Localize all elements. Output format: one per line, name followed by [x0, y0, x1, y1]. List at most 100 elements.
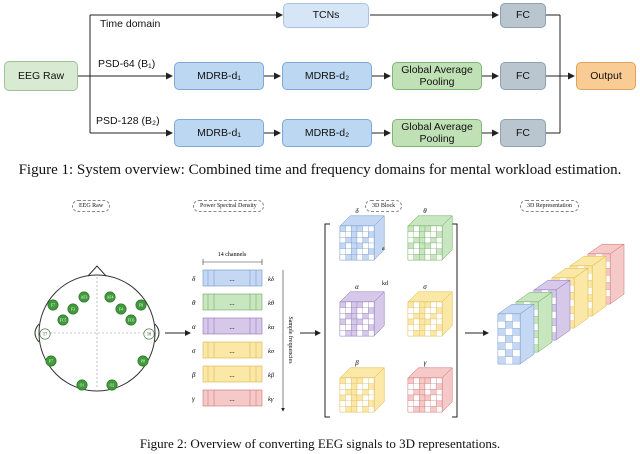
svg-text:FC5: FC5: [60, 319, 67, 323]
cube-greek-label: σ: [423, 283, 427, 291]
electrode-f4: F4: [115, 303, 127, 315]
sample-freq-label: Sample frequencies: [287, 316, 294, 364]
section-3d-block: 3D Block: [365, 200, 403, 212]
svg-text:P7: P7: [49, 360, 53, 364]
band-cube: θ: [407, 207, 453, 261]
psd-band-row: σ...kσ: [192, 341, 275, 359]
mdrb-d1-label: MDRB-d₁: [197, 69, 241, 82]
figure-1-arrows: [78, 11, 575, 137]
fc-label: FC: [516, 9, 530, 22]
psd-band-row: α... kα: [192, 317, 275, 335]
electrode-o2: O2: [106, 379, 118, 391]
fc-label: FC: [516, 126, 530, 139]
band-k-label: kθ: [268, 300, 275, 307]
section-3d-representation: 3D Representation: [520, 200, 579, 212]
psd-band-row: β... kβ: [191, 365, 275, 383]
cube-greek-label: γ: [424, 359, 427, 367]
output-label: Output: [590, 69, 622, 82]
figure-1: EEG Raw Time domain PSD-64 (B₁) PSD-128 …: [0, 0, 640, 160]
psd-ellipsis: ...: [229, 395, 235, 403]
band-greek-label: γ: [192, 395, 195, 403]
svg-text:T7: T7: [43, 333, 47, 337]
cube-greek-label: α: [355, 283, 359, 291]
band-k-label: kβ: [268, 372, 275, 379]
electrode-o1: O1: [76, 379, 88, 391]
electrode-fc6: FC6: [125, 314, 137, 326]
band-cube: δ: [339, 207, 385, 261]
figure-2-caption: Figure 2: Overview of converting EEG sig…: [139, 436, 501, 451]
fc-label: FC: [516, 69, 530, 82]
psd64-label: PSD-64 (B₁): [98, 58, 156, 70]
mdrb-d2-label: MDRB-d₂: [304, 126, 350, 139]
tcns-box: TCNs: [283, 3, 369, 28]
svg-text:F8: F8: [139, 304, 143, 308]
band-greek-label: α: [192, 323, 196, 331]
channels-label: 14 channels: [218, 252, 247, 258]
section-psd: Power Spectral Density: [193, 200, 264, 212]
electrode-af3: AF3: [78, 291, 90, 303]
eeg-raw-box: EEG Raw: [4, 61, 78, 91]
svg-text:O1: O1: [80, 384, 85, 388]
band-cube: σ: [407, 283, 453, 337]
svg-text:P8: P8: [141, 360, 145, 364]
svg-text:FC6: FC6: [128, 319, 135, 323]
cube-group: δ θ α σ β γ: [339, 207, 453, 413]
band-cube: γ: [407, 359, 453, 413]
band-greek-label: δ: [192, 275, 196, 283]
band-k-label: kσ: [268, 348, 275, 355]
svg-text:F4: F4: [119, 308, 123, 312]
electrode-p8: P8: [137, 355, 149, 367]
representation-group: [497, 243, 625, 365]
mdrb-d2-box-row1: MDRB-d₂: [282, 62, 372, 90]
cube-greek-label: θ: [423, 207, 427, 215]
electrode-af4: AF4: [104, 291, 116, 303]
band-greek-label: θ: [192, 299, 196, 307]
psd-ellipsis: ...: [229, 299, 235, 307]
head-diagram: [34, 265, 160, 392]
electrode-t7: T7: [39, 328, 51, 340]
band-greek-label: β: [191, 371, 196, 379]
band-cube: β: [339, 359, 385, 413]
psd-band-row: θ... kθ: [192, 293, 275, 311]
representation-slab: [497, 303, 535, 365]
section-eeg-raw: EEG Raw: [72, 200, 111, 212]
electrode-fc5: FC5: [57, 314, 69, 326]
svg-text:F7: F7: [51, 304, 55, 308]
tcns-label: TCNs: [312, 9, 340, 22]
psd-ellipsis: ...: [229, 275, 235, 283]
svg-text:O2: O2: [110, 384, 115, 388]
psd-band-row: γ... kγ: [192, 389, 274, 407]
psd-ellipsis: ...: [229, 371, 235, 379]
time-domain-label: Time domain: [100, 18, 161, 30]
fc-box-time: FC: [500, 3, 546, 28]
gap-box-row1: Global Average Pooling: [392, 62, 482, 90]
band-k-label: kα: [268, 324, 275, 331]
gap-label: Global Average Pooling: [401, 120, 473, 145]
mdrb-d1-box-row2: MDRB-d₁: [174, 119, 264, 147]
psd-bars: δ... kδ θ... kθ α... kα σ...kσ β... kβ γ... kγ: [191, 269, 275, 407]
svg-text:F3: F3: [71, 308, 75, 312]
mdrb-d2-box-row2: MDRB-d₂: [282, 119, 372, 147]
svg-text:T8: T8: [147, 333, 151, 337]
band-k-label: kγ: [268, 396, 274, 403]
band-greek-label: σ: [192, 347, 196, 355]
band-cube: α: [339, 283, 385, 337]
cube-dim-a: a: [382, 246, 385, 252]
cube-greek-label: β: [354, 359, 359, 367]
mdrb-d2-label: MDRB-d₂: [304, 69, 350, 82]
psd-channels-header: [202, 259, 263, 265]
eeg-raw-label: EEG Raw: [17, 69, 65, 82]
mdrb-d1-box-row1: MDRB-d₁: [174, 62, 264, 90]
band-k-label: kδ: [268, 276, 275, 283]
electrode-t8: T8: [143, 328, 155, 340]
svg-text:AF3: AF3: [81, 296, 88, 300]
psd-ellipsis: ...: [229, 323, 235, 331]
electrode-f3: F3: [67, 303, 79, 315]
figure-1-caption: Figure 1: System overview: Combined time…: [18, 162, 622, 178]
svg-text:AF4: AF4: [107, 296, 114, 300]
fc-box-psd64: FC: [500, 62, 546, 90]
cube-dim-kd: kd: [382, 281, 388, 287]
gap-box-row2: Global Average Pooling: [392, 119, 482, 147]
